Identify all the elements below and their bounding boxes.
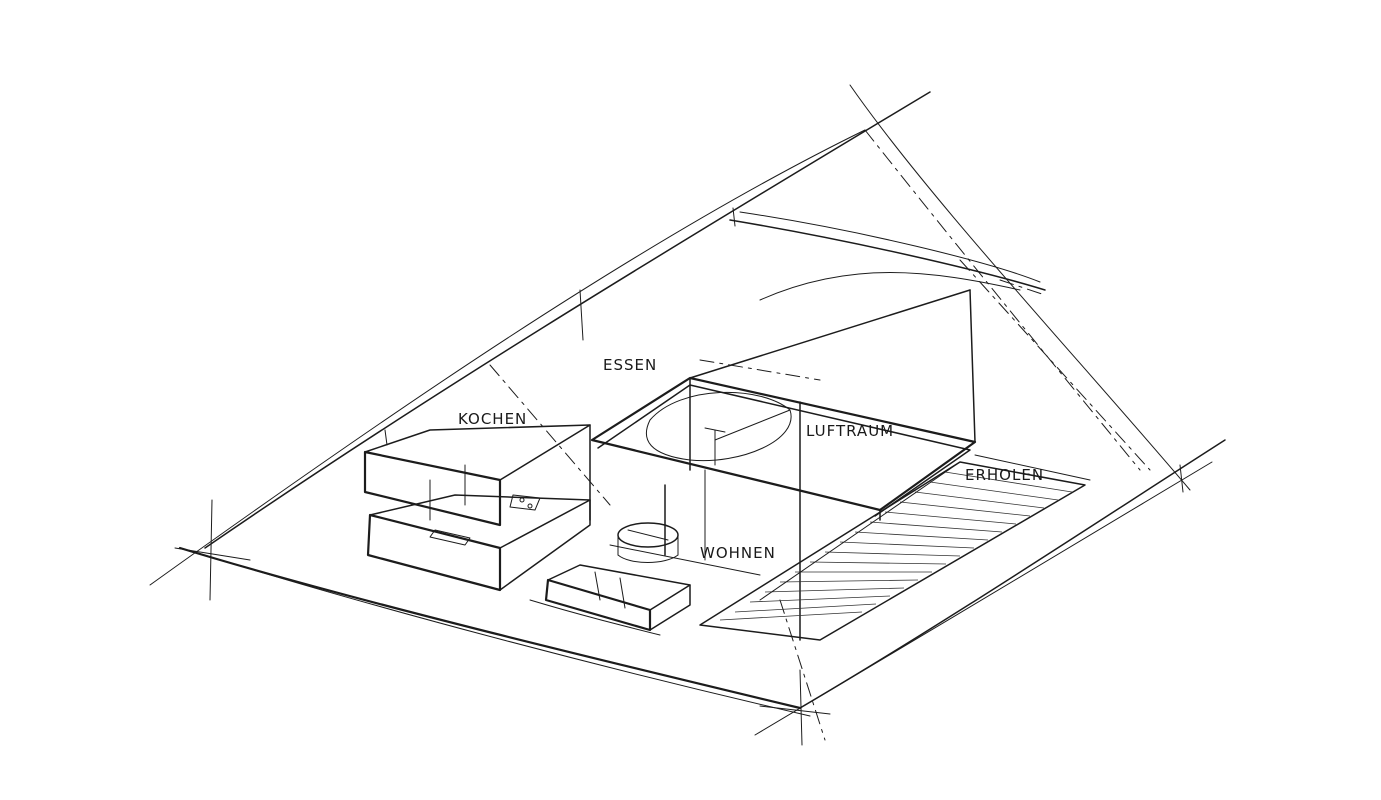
label-erholen: ERHOLEN	[965, 466, 1044, 484]
floor-slab-outline	[149, 84, 1226, 736]
corner-marks	[174, 207, 1184, 746]
label-luftraum: LUFTRAUM	[806, 422, 894, 440]
label-essen: ESSEN	[603, 356, 657, 374]
living-area	[529, 469, 761, 636]
label-wohnen: WOHNEN	[700, 544, 776, 562]
stair-ramp	[699, 454, 1091, 641]
dining-frame	[590, 272, 1021, 641]
label-kochen: KOCHEN	[458, 410, 527, 428]
kitchen-block	[363, 424, 591, 592]
